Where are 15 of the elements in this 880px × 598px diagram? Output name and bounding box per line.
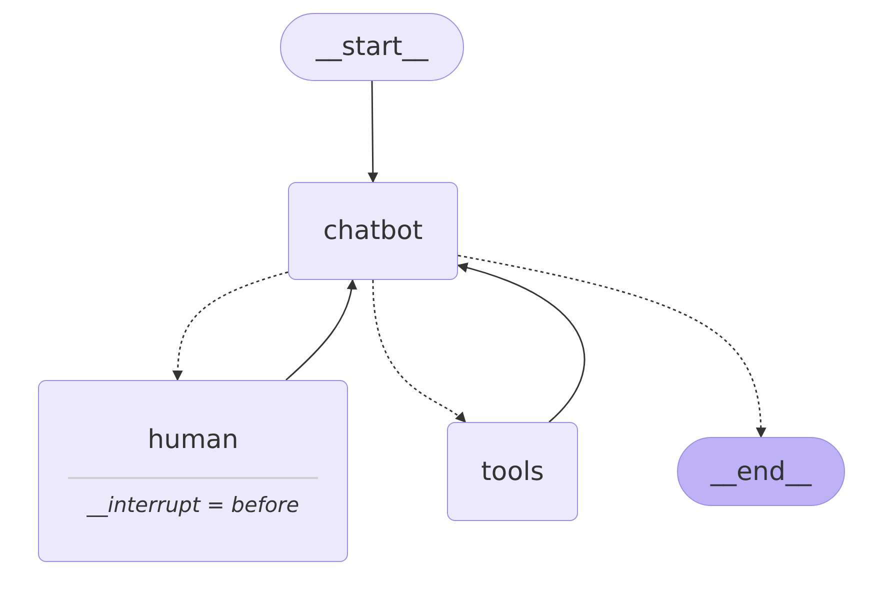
node-title: human	[148, 425, 238, 455]
node-note: __interrupt = before	[86, 493, 300, 517]
node-title: tools	[481, 456, 544, 486]
node-title: __start__	[316, 32, 428, 62]
arrow	[372, 280, 466, 423]
node-title: chatbot	[323, 216, 423, 246]
process-box	[288, 182, 458, 280]
arrow	[172, 271, 288, 382]
arrow	[368, 81, 378, 184]
node-title: __end__	[710, 456, 812, 486]
arrow	[458, 254, 766, 438]
process-box	[38, 380, 348, 562]
arrow	[457, 262, 585, 423]
arrow	[286, 278, 357, 381]
process-box	[447, 422, 578, 521]
